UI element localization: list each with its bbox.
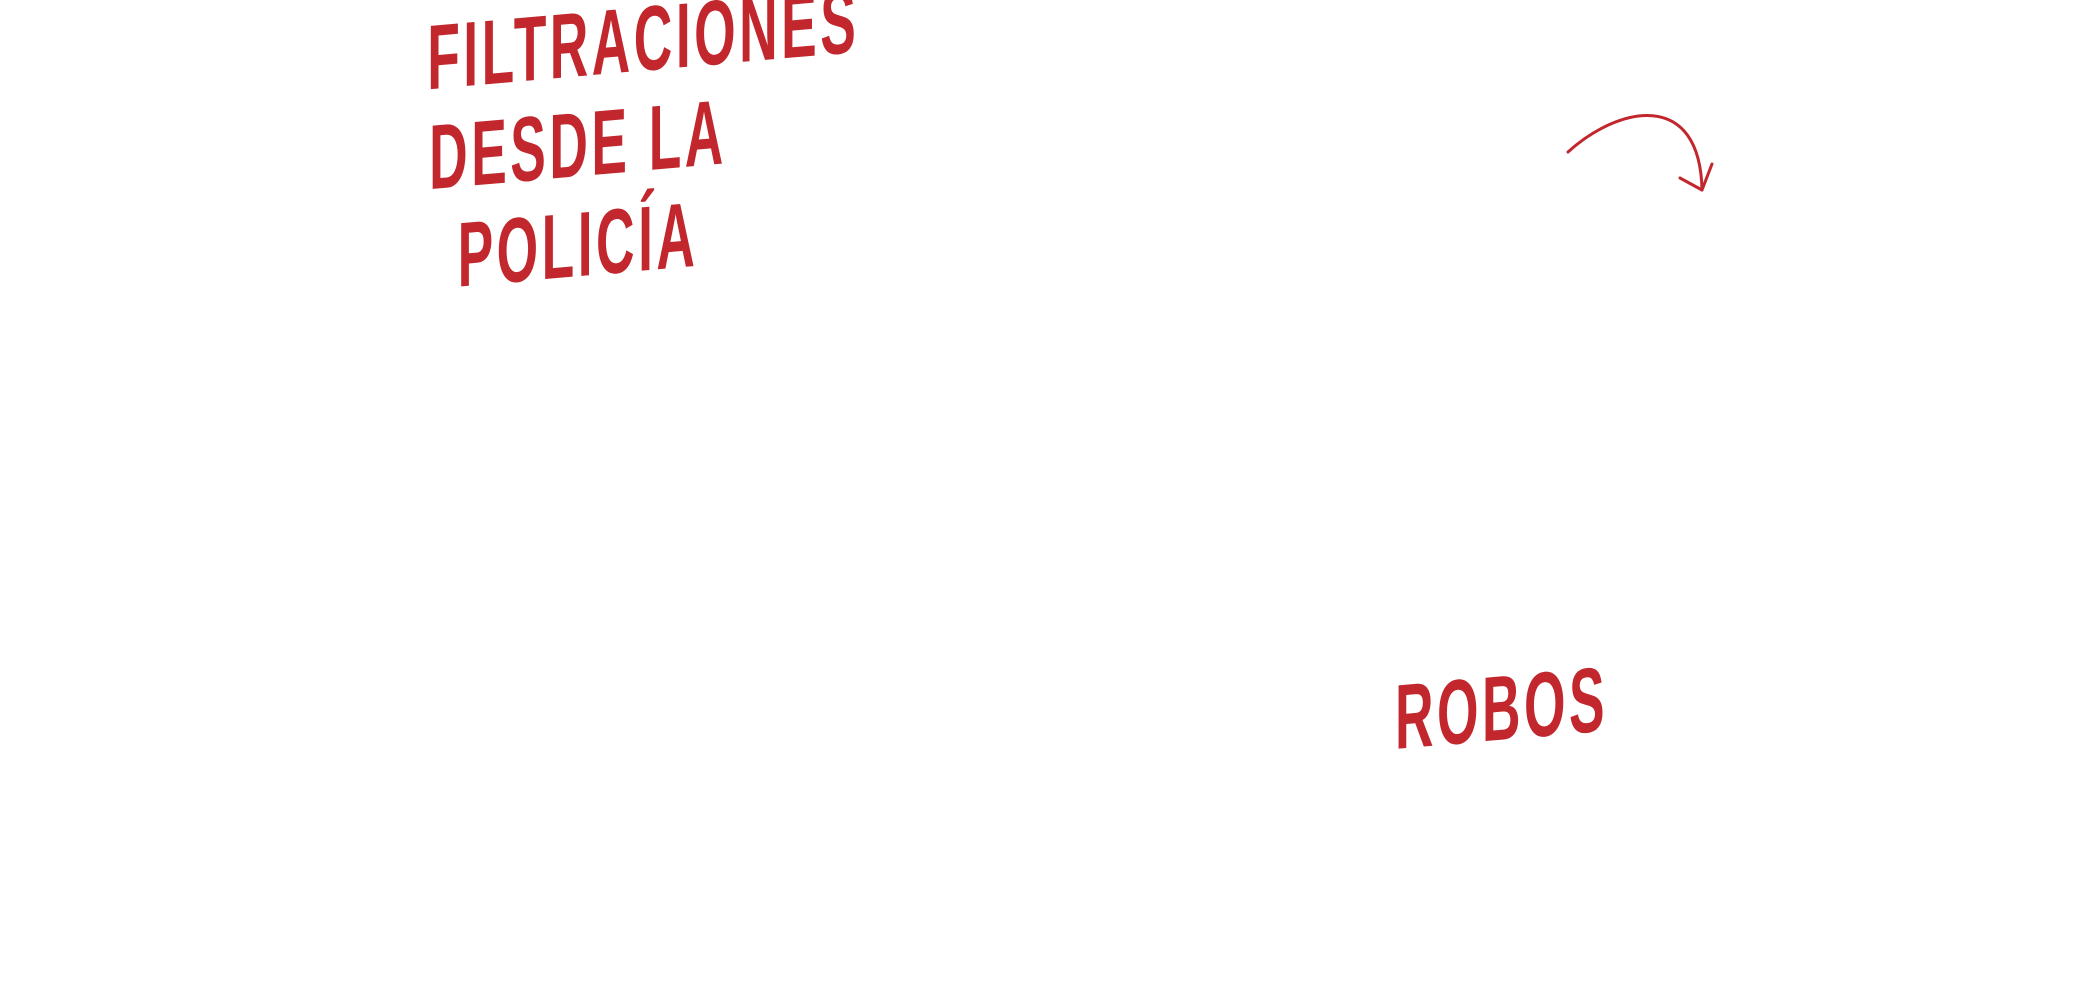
headline: FILTRACIONES DESDE LA POLICÍA bbox=[318, 0, 859, 318]
curved-arrow-icon bbox=[1566, 114, 1714, 192]
robos-label: ROBOS bbox=[1395, 636, 1762, 769]
robos-label-text: ROBOS bbox=[1395, 648, 1609, 769]
